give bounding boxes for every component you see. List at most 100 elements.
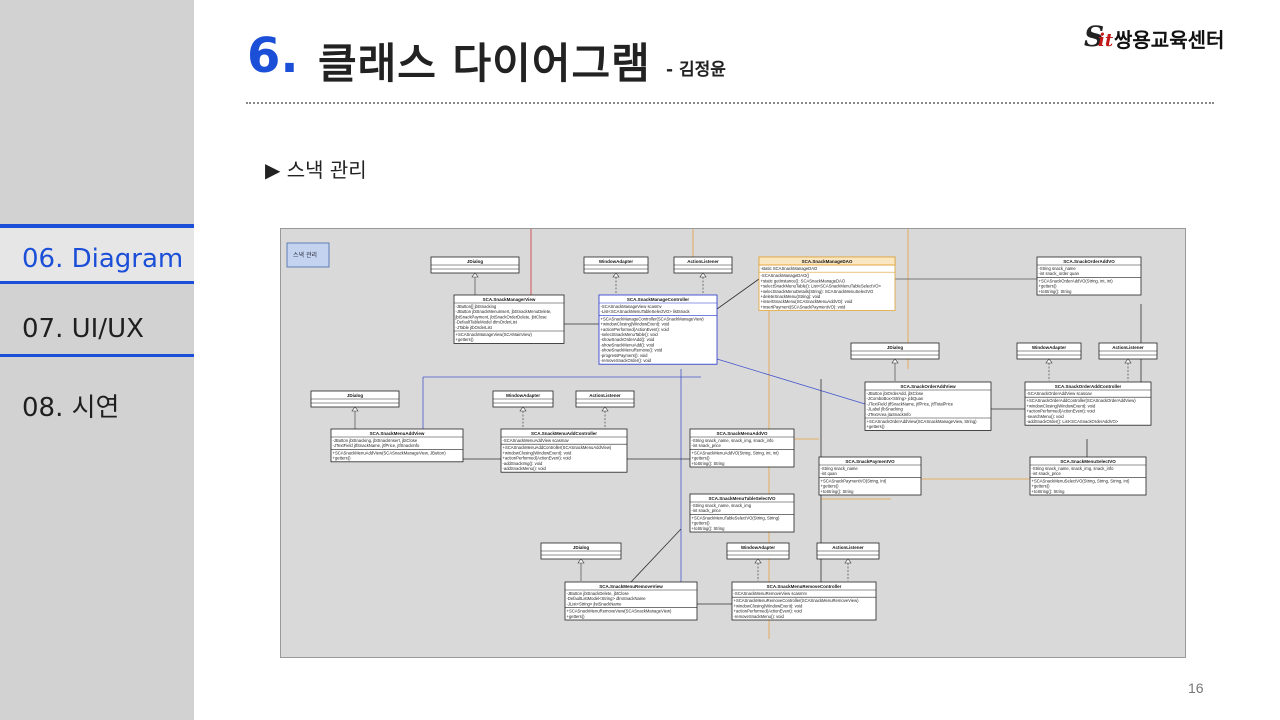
- uml-operation: +windowClosing(WindowEvent): void: [601, 322, 670, 327]
- uml-class-name: ActionListener: [589, 393, 621, 398]
- uml-class-name: SCA.SnackMenuSelectVO: [1060, 459, 1116, 464]
- uml-operation: -progressPayment(): void: [601, 353, 649, 358]
- uml-attribute: -DefaultListModel<String> dlmSnackName: [567, 596, 647, 601]
- uml-class-name: JDialog: [573, 545, 590, 550]
- uml-class-sca-snackmenuselectvo: SCA.SnackMenuSelectVO -String snack_name,…: [1029, 456, 1147, 496]
- uml-operation: +toString(): String: [821, 489, 855, 494]
- uml-operation: +getters(): [333, 456, 352, 461]
- uml-attribute: -String snack_name: [821, 466, 859, 471]
- uml-class-name: SCA.SnackPaymentVO: [845, 459, 895, 464]
- uml-operation: +SCASnackMenuAddView(SCASnackManageView,…: [333, 450, 447, 455]
- uml-operation: +getters(): [1032, 484, 1051, 489]
- inheritance-arrow-icon: [577, 558, 585, 564]
- uml-operation: +selectSnackMenuDetails(String): SCASnac…: [761, 289, 875, 294]
- uml-class-name: JDialog: [347, 393, 364, 398]
- uml-class-sca-snackmenuremovecontroller: SCA.SnackMenuRemoveController -SCASnackMe…: [731, 581, 877, 621]
- sidebar-item-demo[interactable]: 08. 시연: [0, 370, 194, 430]
- uml-operation: +toString(): String: [692, 461, 726, 466]
- uml-operation: -showSnackOrderAdd(): void: [601, 337, 655, 342]
- uml-operation: +getters(): [867, 424, 886, 429]
- uml-operation: +deleteSnackMenu(String): void: [761, 294, 821, 299]
- uml-operation: -searchMenu(): void: [1027, 414, 1065, 419]
- uml-operation: +SCASnackMenuTableSelectVO(String, Strin…: [692, 515, 780, 520]
- uml-operation: +getters(): [456, 337, 475, 342]
- uml-operation: +windowClosing(WindowEvent): void: [1027, 403, 1096, 408]
- uml-operation: +getters(): [1039, 284, 1058, 289]
- uml-class-sca-snackmanagerview: SCA.SnackManagerView -JButton[] jbtSnacki…: [453, 294, 565, 344]
- uml-class-windowadapter: WindowAdapter: [726, 542, 790, 581]
- uml-operation: +toString(): String: [1039, 289, 1073, 294]
- sidebar-item-uiux[interactable]: 07. UI/UX: [0, 297, 194, 357]
- uml-attribute: -SCASnackMenuRemoveView scasmrv: [734, 591, 808, 596]
- uml-attribute: -JList<String> jlstSnackName: [567, 601, 623, 606]
- uml-attribute: -int quan: [821, 471, 838, 476]
- uml-class-name: WindowAdapter: [599, 259, 633, 264]
- uml-attribute: -String snack_name, snack_img, snack_inf…: [1032, 466, 1115, 471]
- uml-class-name: SCA.SnackMenuAddVO: [716, 431, 768, 436]
- uml-class-name: SCA.SnackMenuRemoveController: [767, 584, 842, 589]
- uml-operation: +actionPerformed(ActionEvent): void: [601, 327, 670, 332]
- uml-operation: +SCASnackMenuSelectVO(String, String, St…: [1032, 478, 1130, 483]
- uml-operation: -removeSnackMenu(): void: [734, 614, 785, 619]
- uml-operation: +actionPerformed(ActionEvent): void: [734, 609, 803, 614]
- uml-attribute: -JTable jtbOrderList: [456, 325, 493, 330]
- uml-operation: +actionPerformed(ActionEvent): void: [1027, 409, 1096, 414]
- uml-class-name: SCA.SnackManageDAO: [802, 259, 853, 264]
- inheritance-arrow-icon: [471, 272, 479, 278]
- uml-class-name: SCA.SnackMenuAddView: [370, 431, 425, 436]
- uml-attribute: -int snack_price: [1032, 471, 1062, 476]
- uml-class-sca-snackmenuaddview: SCA.SnackMenuAddView-JButton jbtSnacking…: [330, 428, 464, 463]
- uml-class-name: WindowAdapter: [1032, 345, 1066, 350]
- uml-operation: +SCASnackManageView(SCAMainView): [456, 332, 533, 337]
- uml-class-sca-snackmenuaddvo: SCA.SnackMenuAddVO-String snack_name, sn…: [689, 428, 795, 468]
- uml-attribute: -JButton[] jbtSnacking: [456, 304, 497, 309]
- uml-operation: +selectSnackMenuTable(): List<SCASnackMe…: [761, 284, 882, 289]
- uml-attribute: -JButton jbtSnackMenuInsert, jbtSnackMen…: [456, 309, 552, 314]
- uml-operation: +SCASnackMenuRemoveView(SCASnackManageVi…: [567, 609, 673, 614]
- uml-operation: +SCASnackMenuAddVO(String, String, int, …: [692, 450, 780, 455]
- package-label: 스낵 관리: [286, 242, 330, 268]
- inheritance-arrow-icon: [844, 558, 852, 564]
- uml-class-name: SCA.SnackMenuRemoveView: [599, 584, 663, 589]
- uml-attribute: -SCASnackManageView scasmv: [601, 304, 663, 309]
- uml-class-name: ActionListener: [832, 545, 864, 550]
- uml-attribute: -JTextArea jtaSnackInfo: [867, 412, 912, 417]
- uml-operation: +windowClosing(WindowEvent): void: [734, 603, 803, 608]
- section-title: ▶ 스낵 관리: [265, 158, 367, 182]
- uml-operation: -addSnackOrder(): List<SCASnackOrderAddV…: [1027, 419, 1119, 424]
- uml-operation: -addSnackImg(): void: [503, 461, 543, 466]
- uml-attribute: -JButton jbtOrderAdd, jbtClose: [867, 391, 924, 396]
- header-divider: [246, 102, 1214, 104]
- svg-text:스낵 관리: 스낵 관리: [293, 251, 317, 259]
- uml-operation: -showSnackMenuAdd(): void: [601, 342, 655, 347]
- uml-attribute: -JComboBox<String> jcbQuan: [867, 396, 924, 401]
- uml-class-name: SCA.SnackOrderAddVO: [1063, 259, 1115, 264]
- uml-attribute: -JTextField jtfSnackName, jtfPrice, jtfT…: [867, 401, 954, 406]
- inheritance-arrow-icon: [612, 272, 620, 278]
- uml-class-sca-snackmanagecontroller: SCA.SnackManageController-SCASnackManage…: [598, 294, 718, 365]
- inheritance-arrow-icon: [754, 558, 762, 564]
- uml-class-name: WindowAdapter: [741, 545, 775, 550]
- uml-operation: +toString(): String: [1032, 489, 1066, 494]
- sidebar-item-diagram[interactable]: 06. Diagram: [0, 224, 194, 284]
- logo-text: 쌍용교육센터: [1114, 28, 1225, 52]
- uml-class-name: WindowAdapter: [506, 393, 540, 398]
- uml-operation: +SCASnackOrderAddController(SCASnackOrde…: [1027, 398, 1137, 403]
- uml-class-name: JDialog: [467, 259, 484, 264]
- uml-class-name: SCA.SnackOrderAddController: [1055, 384, 1122, 389]
- uml-attribute: -DefaultTableModel dtmOrderList: [456, 320, 518, 325]
- uml-attribute: -int snack_order quan: [1039, 271, 1080, 276]
- uml-operation: +getters(): [567, 614, 586, 619]
- page-number: 16: [1188, 680, 1204, 696]
- uml-operation: +SCASnackMenuRemoveController(SCASnackMe…: [734, 598, 860, 603]
- uml-class-jdialog: JDialog: [310, 390, 400, 429]
- page-subtitle: - 김정윤: [666, 60, 726, 80]
- uml-class-actionlistener: ActionListener: [673, 256, 733, 295]
- uml-class-sca-snackmenuaddcontroller: SCA.SnackMenuAddController-SCASnackMenuA…: [500, 428, 628, 473]
- uml-operation: +SCASnackManageController(SCASnackManage…: [601, 316, 705, 321]
- uml-class-windowadapter: WindowAdapter: [492, 390, 554, 429]
- uml-class-name: SCA.SnackManagerView: [483, 297, 536, 302]
